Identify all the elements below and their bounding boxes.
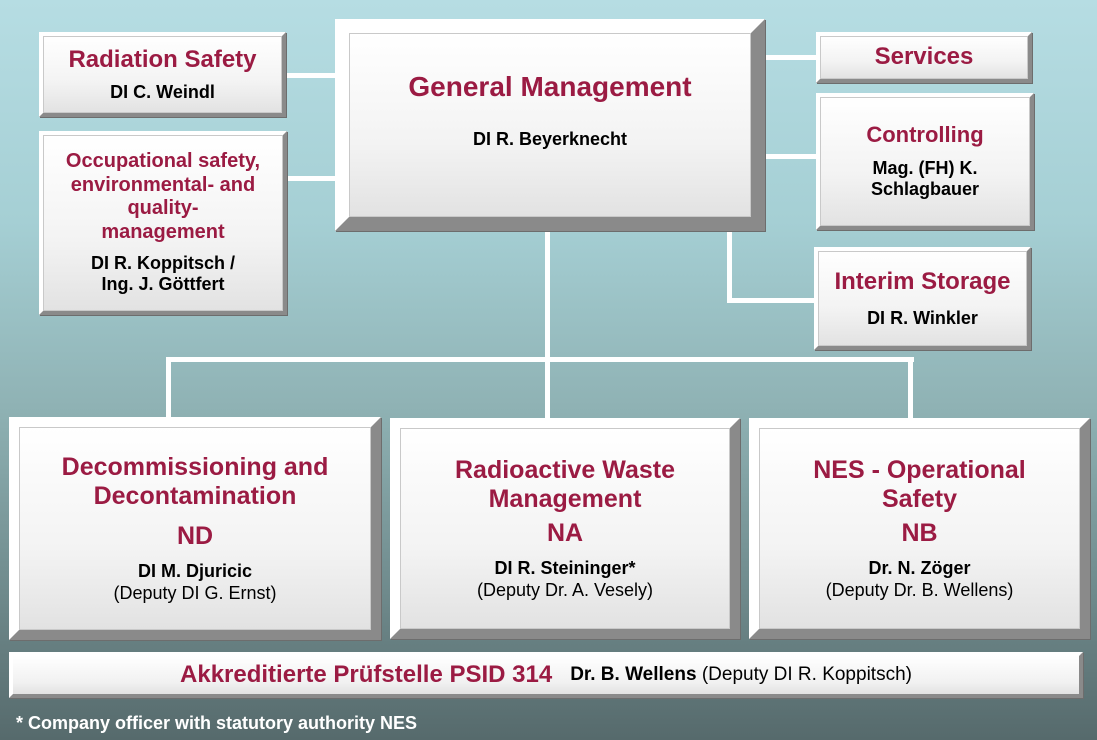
decommissioning-code: ND xyxy=(176,521,214,550)
connector-branch-horizontal xyxy=(166,357,914,362)
nes-operational-safety-person: Dr. N. Zöger xyxy=(868,557,971,578)
controlling-person-line-1: Mag. (FH) K. xyxy=(872,157,978,178)
interim-storage-title: Interim Storage xyxy=(834,267,1011,295)
occupational-safety-title-line-1: Occupational safety, xyxy=(65,150,261,173)
radiation-safety-person: DI C. Weindl xyxy=(110,81,215,102)
controlling-person-line-2: Schlagbauer xyxy=(870,179,980,200)
test-lab-person: Dr. B. Wellens xyxy=(570,663,697,685)
occupational-safety-title-line-3: quality- xyxy=(127,197,199,220)
general-management-title: General Management xyxy=(408,70,692,102)
connector-services xyxy=(764,55,817,60)
decommissioning-deputy: (Deputy DI G. Ernst) xyxy=(113,582,277,603)
occupational-safety-person-line-1: DI R. Koppitsch / xyxy=(91,252,235,273)
nes-operational-safety-box: NES - Operational Safety NB Dr. N. Zöger… xyxy=(749,418,1090,639)
connector-branch-right xyxy=(908,357,913,420)
connector-interim-vertical xyxy=(727,229,732,303)
radioactive-waste-title-line-2: Management xyxy=(488,485,642,514)
services-title: Services xyxy=(874,43,974,71)
connector-branch-left xyxy=(166,357,171,418)
connector-main-trunk xyxy=(545,229,550,420)
occupational-safety-box: Occupational safety, environmental- and … xyxy=(39,131,287,315)
test-lab-contact: Dr. B. Wellens (Deputy DI R. Koppitsch) xyxy=(570,664,912,687)
connector-occupational-safety xyxy=(287,176,335,181)
occupational-safety-title-line-4: management xyxy=(101,221,225,243)
connector-interim-horizontal xyxy=(727,298,815,303)
test-lab-title: Akkreditierte Prüfstelle PSID 314 xyxy=(180,660,553,688)
radiation-safety-title: Radiation Safety xyxy=(68,45,257,73)
connector-radiation-safety xyxy=(285,73,335,78)
decommissioning-title-line-2: Decontamination xyxy=(93,482,297,511)
controlling-box: Controlling Mag. (FH) K. Schlagbauer xyxy=(816,93,1034,230)
general-management-box: General Management DI R. Beyerknecht xyxy=(335,19,765,231)
decommissioning-box: Decommissioning and Decontamination ND D… xyxy=(9,417,381,640)
test-lab-deputy: (Deputy DI R. Koppitsch) xyxy=(701,663,912,685)
nes-operational-safety-code: NB xyxy=(901,518,938,547)
footnote: * Company officer with statutory authori… xyxy=(16,713,418,733)
connector-controlling xyxy=(764,154,817,159)
general-management-person: DI R. Beyerknecht xyxy=(472,128,628,149)
radiation-safety-box: Radiation Safety DI C. Weindl xyxy=(39,32,286,117)
radioactive-waste-person: DI R. Steininger* xyxy=(494,557,636,578)
radioactive-waste-title-line-1: Radioactive Waste xyxy=(455,455,675,484)
test-lab-bar: Akkreditierte Prüfstelle PSID 314 Dr. B.… xyxy=(9,652,1083,698)
interim-storage-person: DI R. Winkler xyxy=(867,307,978,328)
nes-operational-safety-title-line-1: NES - Operational xyxy=(813,455,1026,484)
radioactive-waste-box: Radioactive Waste Management NA DI R. St… xyxy=(390,418,740,639)
services-box: Services xyxy=(816,32,1032,83)
decommissioning-title-line-1: Decommissioning and xyxy=(61,452,329,481)
interim-storage-box: Interim Storage DI R. Winkler xyxy=(814,247,1031,350)
occupational-safety-person-line-2: Ing. J. Göttfert xyxy=(101,274,225,295)
radioactive-waste-deputy: (Deputy Dr. A. Vesely) xyxy=(476,579,654,600)
controlling-title: Controlling xyxy=(866,121,984,147)
decommissioning-person: DI M. Djuricic xyxy=(137,560,253,581)
occupational-safety-title-line-2: environmental- and xyxy=(70,173,256,196)
nes-operational-safety-title-line-2: Safety xyxy=(881,485,958,514)
nes-operational-safety-deputy: (Deputy Dr. B. Wellens) xyxy=(825,579,1014,600)
radioactive-waste-code: NA xyxy=(546,518,584,547)
